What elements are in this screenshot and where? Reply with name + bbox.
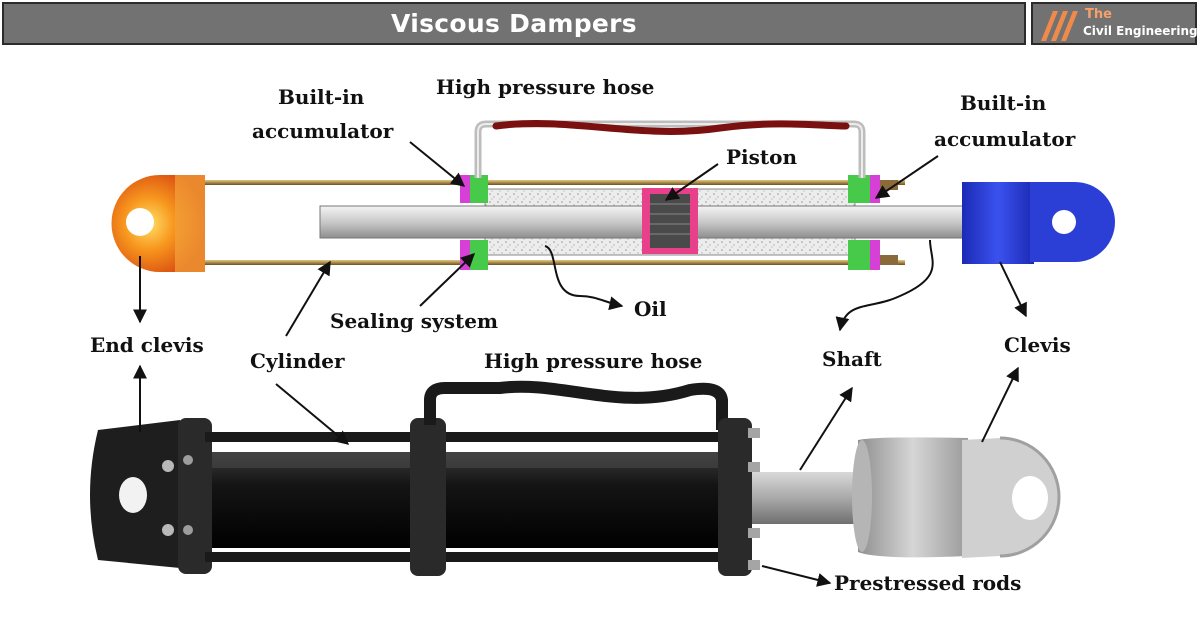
clevis-exterior [852, 436, 1061, 558]
label-builtin-right-2: accumulator [934, 127, 1076, 151]
label-hose-bottom: High pressure hose [484, 349, 702, 373]
arrow-cylinder-top [285, 260, 331, 337]
label-builtin-left-1: Built-in [278, 85, 365, 109]
label-builtin-left-2: accumulator [252, 119, 394, 143]
label-cylinder: Cylinder [250, 349, 345, 373]
arrow-oil [544, 245, 624, 311]
label-prestressed-rods: Prestressed rods [834, 571, 1021, 595]
end-clevis-section [111, 175, 205, 272]
logo-stripes-icon [1041, 11, 1078, 41]
label-clevis: Clevis [1004, 333, 1071, 357]
arrow-piston [664, 163, 719, 201]
arrow-builtin-left [409, 141, 466, 187]
arrow-builtin-right [874, 155, 939, 199]
arrow-shaft-bottom [799, 386, 853, 471]
label-sealing-system: Sealing system [330, 309, 498, 333]
arrow-shaft-top [835, 239, 934, 332]
logo-the-text: The [1085, 7, 1112, 22]
arrow-prestressed [761, 565, 832, 587]
hose-section [474, 119, 866, 178]
leader-lines [133, 141, 1027, 587]
label-builtin-right-1: Built-in [960, 91, 1047, 115]
tie-rod-bottom [180, 260, 905, 265]
title-bar: Viscous Dampers [2, 2, 1026, 45]
exterior-view [90, 380, 1061, 576]
shaft-exterior [752, 472, 870, 524]
arrow-sealing [419, 253, 476, 307]
arrow-cylinder-bottom [275, 383, 350, 445]
label-hose-top: High pressure hose [436, 75, 654, 99]
end-clevis-block [90, 420, 180, 568]
page-title: Viscous Dampers [391, 9, 637, 38]
label-shaft: Shaft [822, 347, 883, 371]
tie-rod-top [180, 180, 905, 185]
logo: The Civil Engineering [1031, 2, 1198, 45]
logo-civil-engineering-text: Civil Engineering [1083, 24, 1198, 38]
label-end-clevis: End clevis [90, 333, 204, 357]
label-piston: Piston [726, 145, 797, 169]
arrow-clevis-top [999, 261, 1027, 318]
labels: Built-in accumulator High pressure hose … [90, 75, 1076, 595]
clevis-section [962, 182, 1115, 264]
hose-exterior [424, 380, 728, 430]
arrow-clevis-bottom [981, 366, 1019, 443]
label-oil: Oil [634, 297, 667, 321]
